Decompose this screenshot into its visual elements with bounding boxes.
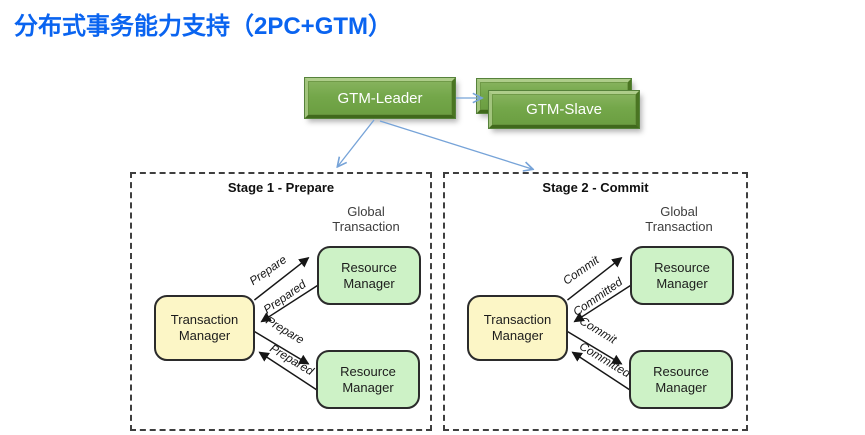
stage2-committed-top-arrow: [573, 283, 633, 323]
leader-to-stage1-arrow: [338, 119, 375, 166]
stage2-response-label-top: Committed: [570, 274, 625, 318]
stage2-rm-bottom-label: Resource Manager: [653, 363, 709, 395]
stage1-request-label-bottom: Prepare: [263, 313, 307, 347]
stage2-committed-bottom-arrow: [571, 351, 633, 393]
stage2-title: Stage 2 - Commit: [542, 180, 649, 195]
stage2-resource-manager-bottom: Resource Manager: [629, 350, 733, 409]
stage1-global-transaction-label: Global Transaction: [332, 204, 400, 234]
stage2-response-label-bottom: Committed: [577, 339, 633, 381]
gtm-slave-box: GTM-Slave: [488, 90, 640, 129]
stage1-response-label-bottom: Prepared: [268, 341, 317, 378]
stage1-rm-top-label: Resource Manager: [341, 259, 397, 291]
stage1-request-label-top: Prepare: [247, 252, 290, 288]
stage2-tm-label: Transaction Manager: [483, 312, 552, 343]
stage1-prepare-bottom-arrow: [254, 330, 310, 365]
stage2-request-label-top: Commit: [560, 252, 602, 287]
stage2-commit-bottom-arrow: [567, 330, 623, 365]
stage1-tm-label: Transaction Manager: [170, 312, 239, 343]
stage2-request-label-bottom: Commit: [577, 314, 620, 347]
stage1-panel: Stage 1 - Prepare Global Transaction Pre…: [130, 172, 432, 431]
stage1-title: Stage 1 - Prepare: [227, 180, 335, 195]
stage2-panel: Stage 2 - Commit Global Transaction Comm…: [443, 172, 748, 431]
stage1-prepared-bottom-arrow: [258, 351, 320, 393]
stage1-resource-manager-top: Resource Manager: [317, 246, 421, 305]
leader-to-stage2-arrow: [379, 120, 532, 169]
gtm-leader-box: GTM-Leader: [304, 77, 456, 119]
stage1-resource-manager-bottom: Resource Manager: [316, 350, 420, 409]
stage2-global-transaction-label: Global Transaction: [645, 204, 713, 234]
stage2-rm-top-label: Resource Manager: [654, 259, 710, 291]
stage1-response-label-top: Prepared: [261, 277, 309, 317]
stage2-resource-manager-top: Resource Manager: [630, 246, 734, 305]
stage2-commit-top-arrow: [566, 257, 623, 301]
gtm-slave-label: GTM-Slave: [526, 101, 602, 118]
stage1-rm-bottom-label: Resource Manager: [340, 363, 396, 395]
stage1-transaction-manager: Transaction Manager: [154, 295, 255, 361]
stage1-prepared-top-arrow: [260, 283, 320, 323]
stage2-transaction-manager: Transaction Manager: [467, 295, 568, 361]
gtm-leader-label: GTM-Leader: [337, 89, 423, 107]
page-title: 分布式事务能力支持（2PC+GTM）: [14, 13, 393, 40]
stage1-prepare-top-arrow: [253, 257, 310, 301]
